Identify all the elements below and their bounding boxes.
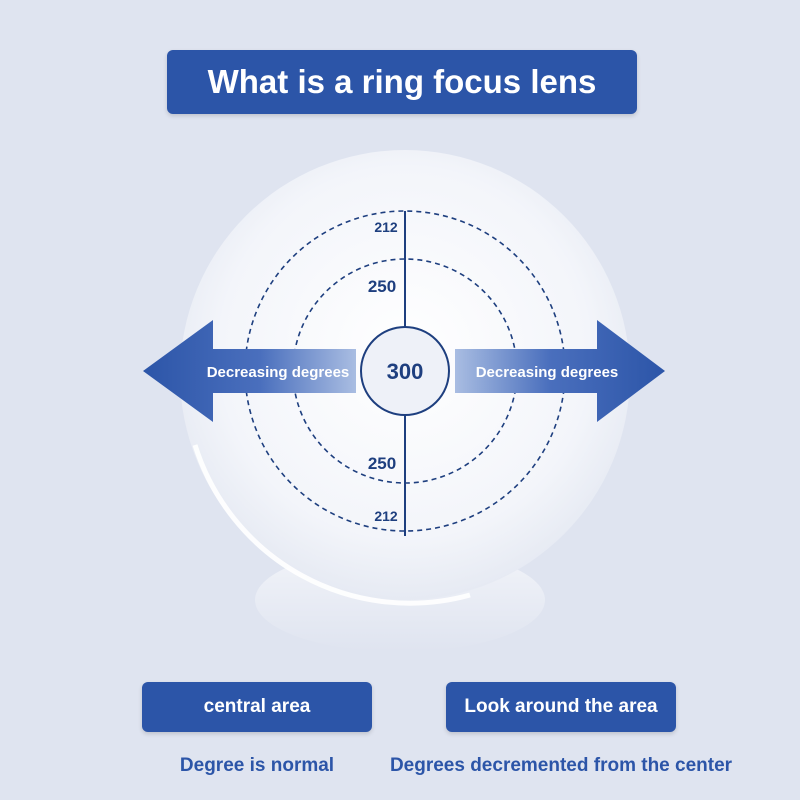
outer-ring-value-bottom: 212 [374, 508, 398, 524]
surrounding-area-label: Look around the area [446, 682, 676, 732]
surrounding-area-caption: Degrees decremented from the center [389, 755, 733, 776]
left-arrow-label: Decreasing degrees [207, 364, 350, 381]
center-value: 300 [387, 359, 424, 384]
page-title: What is a ring focus lens [167, 50, 637, 114]
right-arrow-label: Decreasing degrees [476, 364, 619, 381]
right-arrow [455, 320, 665, 422]
inner-ring-value-bottom: 250 [368, 454, 396, 473]
left-arrow [143, 320, 356, 422]
lens-rim-highlight [192, 444, 471, 606]
outer-ring-value-top: 212 [374, 219, 398, 235]
center-circle [360, 326, 450, 416]
inner-ring-value-top: 250 [368, 277, 396, 296]
central-area-caption: Degree is normal [179, 755, 335, 776]
central-area-label: central area [142, 682, 372, 732]
